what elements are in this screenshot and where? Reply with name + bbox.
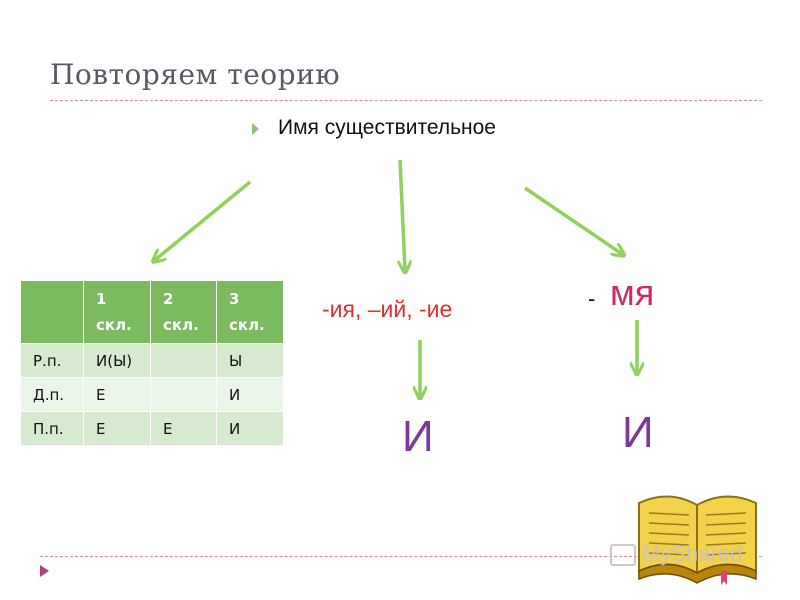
table-cell: И — [216, 411, 284, 446]
open-book-icon — [638, 495, 757, 585]
table-cell: Е — [83, 377, 151, 412]
table-cell: П.п. — [20, 411, 84, 446]
table-cell: Р.п. — [20, 343, 84, 378]
header-label: скл. — [96, 316, 132, 334]
watermark: MyShared — [610, 541, 742, 567]
watermark-text: MyShared — [642, 541, 743, 566]
header-label: скл. — [229, 316, 265, 334]
middle-endings: -ия, –ий, -ие — [322, 296, 453, 322]
declension-table: 1 скл. 2 скл. 3 скл. Р.п. И(Ы) Ы Д.п. Е … — [20, 280, 284, 446]
header-num: 3 — [229, 290, 240, 308]
top-divider — [50, 100, 762, 101]
header-label: скл. — [163, 316, 199, 334]
topic-label: Имя существительное — [278, 116, 496, 139]
bottom-divider — [40, 556, 762, 557]
bullet-arrow-icon — [252, 123, 259, 135]
arrow-left — [155, 180, 252, 260]
table-cell: Ы — [216, 343, 284, 378]
table-cell: И(Ы) — [83, 343, 151, 378]
header-num: 2 — [163, 290, 174, 308]
table-row: П.п. Е Е И — [20, 411, 284, 446]
table-cell — [150, 343, 217, 378]
right-result: И — [622, 408, 654, 457]
header-cell-case — [20, 280, 84, 344]
right-ending: мя — [610, 272, 655, 313]
table-row: Р.п. И(Ы) Ы — [20, 343, 284, 378]
table-cell: Е — [83, 411, 151, 446]
arrow-right — [524, 186, 622, 254]
arrow-middle — [400, 159, 405, 270]
header-cell-decl-3: 3 скл. — [216, 280, 284, 344]
table-cell: Д.п. — [20, 377, 84, 412]
nav-arrow-icon[interactable] — [40, 565, 49, 577]
table-cell: Е — [150, 411, 217, 446]
middle-result: И — [402, 412, 434, 461]
table-cell: И — [216, 377, 284, 412]
right-dash: - — [588, 286, 596, 311]
header-cell-decl-2: 2 скл. — [150, 280, 217, 344]
header-cell-decl-1: 1 скл. — [83, 280, 151, 344]
table-header-row: 1 скл. 2 скл. 3 скл. — [20, 280, 284, 344]
table-cell — [150, 377, 217, 412]
presentation-icon — [610, 544, 636, 567]
header-num: 1 — [96, 290, 107, 308]
table-row: Д.п. Е И — [20, 377, 284, 412]
slide-title: Повторяем теорию — [50, 58, 341, 91]
